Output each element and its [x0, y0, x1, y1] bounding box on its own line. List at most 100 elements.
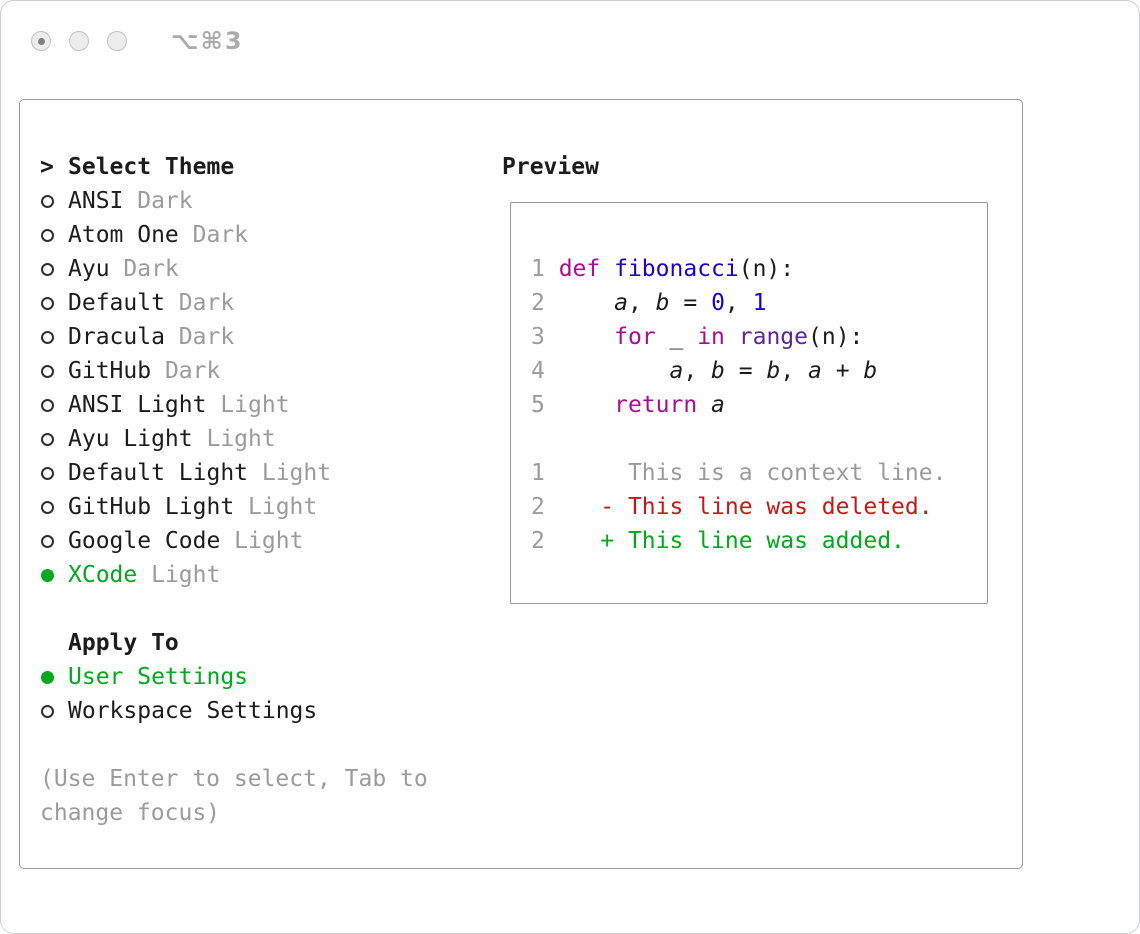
- radio-unselected-icon: [41, 398, 54, 412]
- token-var: b: [766, 358, 781, 384]
- theme-variant: Dark: [109, 256, 179, 282]
- theme-option-xcode[interactable]: XCode Light: [40, 558, 502, 592]
- code-line: 2 - This line was deleted.: [531, 490, 987, 524]
- token-plain: [559, 494, 601, 520]
- radio-cell: [40, 296, 68, 310]
- token-plain: ,: [627, 290, 656, 316]
- token-ln: 2: [531, 528, 559, 554]
- token-kw: for: [614, 324, 656, 350]
- radio-cell: [40, 330, 68, 344]
- token-plain: ,: [724, 290, 753, 316]
- radio-selected-icon: [41, 670, 54, 684]
- token-plain: [559, 392, 614, 418]
- traffic-light-minimize[interactable]: [69, 31, 89, 51]
- radio-cell: [40, 398, 68, 412]
- token-num: 0: [711, 290, 725, 316]
- theme-name: Atom One: [68, 222, 179, 248]
- code-line: 3 for _ in range(n):: [531, 320, 987, 354]
- preview-heading: Preview: [502, 150, 1022, 184]
- theme-option-default-light[interactable]: Default Light Light: [40, 456, 502, 490]
- theme-name: Dracula: [68, 324, 165, 350]
- theme-name: Google Code: [68, 528, 221, 554]
- code-line: 2 + This line was added.: [531, 524, 987, 558]
- radio-unselected-icon: [41, 262, 54, 276]
- prompt-caret: >: [40, 154, 54, 180]
- traffic-light-close[interactable]: [31, 31, 51, 51]
- theme-variant: Dark: [178, 222, 249, 248]
- token-kw: return: [614, 392, 698, 418]
- theme-option-atom-one[interactable]: Atom One Dark: [40, 218, 502, 252]
- select-theme-title: Select Theme: [68, 154, 235, 180]
- theme-option-dracula[interactable]: Dracula Dark: [40, 320, 502, 354]
- apply-option-label: User Settings: [68, 664, 249, 690]
- token-plain: [559, 528, 601, 554]
- theme-option-github-light[interactable]: GitHub Light Light: [40, 490, 502, 524]
- theme-option-ayu-light[interactable]: Ayu Light Light: [40, 422, 502, 456]
- token-plain: [559, 324, 614, 350]
- theme-name: ANSI Light: [68, 392, 207, 418]
- preview-title: Preview: [502, 154, 599, 180]
- radio-unselected-icon: [41, 500, 54, 514]
- theme-variant: Dark: [164, 290, 235, 316]
- theme-variant: Light: [248, 460, 332, 486]
- token-plain: _: [655, 324, 698, 350]
- token-plain: [697, 392, 711, 418]
- code-line: 5 return a: [531, 388, 987, 422]
- token-ln: 2: [531, 290, 559, 316]
- radio-unselected-icon: [41, 330, 54, 344]
- radio-unselected-icon: [41, 296, 54, 310]
- token-plain: ,: [683, 358, 712, 384]
- token-plain: (n):: [808, 324, 864, 350]
- radio-unselected-icon: [41, 228, 54, 242]
- theme-variant: Light: [137, 562, 221, 588]
- radio-cell: [40, 704, 68, 718]
- titlebar: ⌥⌘3: [31, 27, 244, 55]
- code-line: 2 a, b = 0, 1: [531, 286, 987, 320]
- apply-to-title: Apply To: [68, 630, 179, 656]
- theme-option-default[interactable]: Default Dark: [40, 286, 502, 320]
- radio-cell: [40, 364, 68, 378]
- apply-option-user-settings[interactable]: User Settings: [40, 660, 502, 694]
- theme-variant: Light: [234, 494, 318, 520]
- select-theme-heading: > Select Theme: [40, 150, 502, 184]
- theme-option-ansi-light[interactable]: ANSI Light Light: [40, 388, 502, 422]
- radio-unselected-icon: [41, 534, 54, 548]
- radio-cell: [40, 194, 68, 208]
- blank-line: [531, 422, 987, 456]
- spacer: [40, 592, 502, 626]
- radio-cell: [40, 500, 68, 514]
- theme-variant: Light: [192, 426, 276, 452]
- token-plain: (n):: [738, 256, 795, 282]
- focused-dot-icon: [37, 37, 45, 45]
- token-ln: 2: [531, 494, 559, 520]
- radio-cell: [40, 262, 68, 276]
- token-plain: [559, 358, 670, 384]
- code-line: 4 a, b = b, a + b: [531, 354, 987, 388]
- radio-cell: [40, 670, 68, 684]
- token-add: + This line was added.: [600, 528, 905, 554]
- token-kw: in: [697, 324, 725, 350]
- theme-name: ANSI: [68, 188, 124, 214]
- token-plain: =: [724, 358, 767, 384]
- radio-selected-icon: [41, 568, 54, 582]
- traffic-light-zoom[interactable]: [107, 31, 127, 51]
- token-ln: 3: [531, 324, 559, 350]
- radio-unselected-icon: [41, 364, 54, 378]
- apply-option-workspace-settings[interactable]: Workspace Settings: [40, 694, 502, 728]
- theme-variant: Light: [206, 392, 290, 418]
- token-var: a: [614, 290, 628, 316]
- theme-option-google-code[interactable]: Google Code Light: [40, 524, 502, 558]
- token-ln: 5: [531, 392, 559, 418]
- token-ln: 4: [531, 358, 559, 384]
- token-num: 1: [752, 290, 767, 316]
- theme-option-ayu[interactable]: Ayu Dark: [40, 252, 502, 286]
- theme-name: Default: [68, 290, 165, 316]
- token-plain: +: [821, 358, 864, 384]
- theme-option-ansi[interactable]: ANSI Dark: [40, 184, 502, 218]
- theme-option-github[interactable]: GitHub Dark: [40, 354, 502, 388]
- token-var: a: [669, 358, 684, 384]
